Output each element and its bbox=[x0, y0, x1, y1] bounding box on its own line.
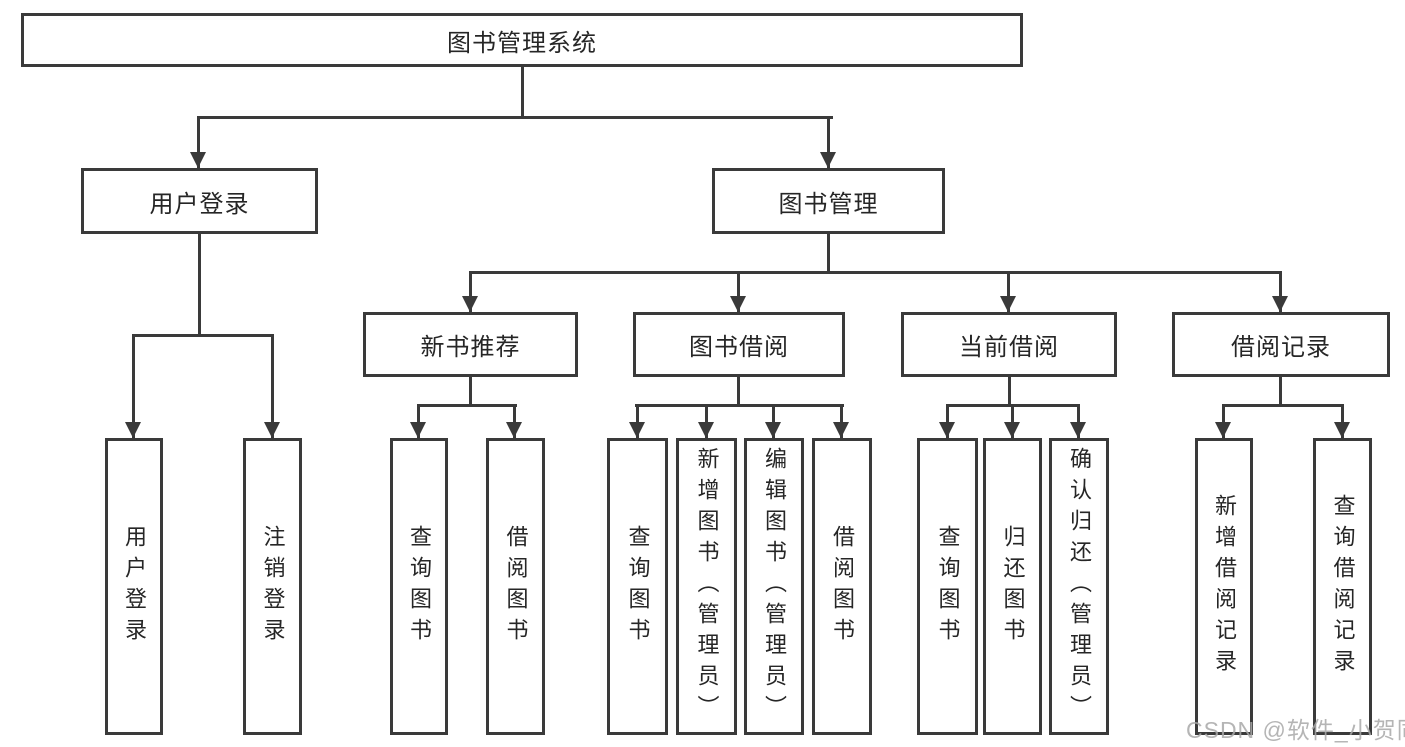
node-user-login: 用户登录 bbox=[81, 168, 318, 234]
node-label: 查询借阅记录 bbox=[1330, 493, 1356, 680]
connector-arrow bbox=[629, 404, 645, 438]
leaf-query-books-borrowing: 查询图书 bbox=[607, 438, 668, 735]
leaf-query-borrow-record: 查询借阅记录 bbox=[1313, 438, 1372, 735]
connector-arrow bbox=[264, 334, 280, 438]
node-label: 用户登录 bbox=[149, 190, 250, 218]
leaf-query-books-current: 查询图书 bbox=[917, 438, 978, 735]
connector-line bbox=[197, 116, 833, 119]
connector-line bbox=[827, 233, 830, 274]
leaf-edit-books-admin: 编辑图书（管理员） bbox=[744, 438, 804, 735]
node-label: 图书管理 bbox=[778, 190, 879, 218]
node-label: 借阅图书 bbox=[830, 524, 855, 649]
connector-line bbox=[469, 271, 1282, 274]
node-label: 注销登录 bbox=[260, 524, 286, 649]
connector-arrow bbox=[1070, 404, 1086, 438]
connector-line bbox=[132, 334, 274, 337]
connector-arrow bbox=[833, 404, 849, 438]
leaf-logout: 注销登录 bbox=[243, 438, 302, 735]
connector-line bbox=[737, 376, 740, 407]
node-current-borrowing: 当前借阅 bbox=[901, 312, 1117, 377]
connector-line bbox=[1008, 376, 1011, 407]
connector-arrow bbox=[1215, 404, 1231, 438]
connector-arrow bbox=[1004, 404, 1020, 438]
node-label: 归还图书 bbox=[1000, 524, 1026, 649]
connector-arrow bbox=[698, 404, 714, 438]
connector-line bbox=[198, 233, 201, 337]
node-label: 编辑图书（管理员） bbox=[762, 447, 787, 726]
connector-arrow bbox=[939, 404, 955, 438]
node-label: 借阅图书 bbox=[503, 524, 529, 649]
node-label: 新书推荐 bbox=[420, 334, 521, 361]
leaf-user-login: 用户登录 bbox=[105, 438, 163, 735]
connector-line bbox=[417, 404, 517, 407]
csdn-watermark: CSDN @软件_小贺同学 bbox=[1186, 717, 1405, 743]
connector-line bbox=[1279, 376, 1282, 407]
connector-arrow bbox=[506, 404, 522, 438]
node-label: 图书借阅 bbox=[689, 334, 789, 361]
node-label: 查询图书 bbox=[625, 524, 651, 649]
node-label: 新增图书（管理员） bbox=[694, 447, 720, 726]
leaf-add-books-admin: 新增图书（管理员） bbox=[676, 438, 737, 735]
leaf-return-books: 归还图书 bbox=[983, 438, 1042, 735]
connector-arrow bbox=[125, 334, 141, 438]
connector-arrow bbox=[1272, 271, 1288, 312]
connector-line bbox=[1223, 404, 1344, 407]
node-label: 当前借阅 bbox=[959, 334, 1059, 361]
node-label: 借阅记录 bbox=[1231, 334, 1331, 361]
node-label: 用户登录 bbox=[122, 524, 147, 649]
connector-line bbox=[469, 376, 472, 407]
connector-arrow bbox=[1000, 271, 1016, 312]
connector-arrow bbox=[765, 404, 781, 438]
node-library-management-system: 图书管理系统 bbox=[21, 13, 1023, 67]
connector-arrow bbox=[462, 271, 478, 312]
connector-line bbox=[521, 66, 524, 119]
node-new-book-recommendation: 新书推荐 bbox=[363, 312, 578, 377]
leaf-confirm-return-admin: 确认归还（管理员） bbox=[1049, 438, 1109, 735]
connector-arrow bbox=[730, 271, 746, 312]
connector-arrow bbox=[190, 116, 206, 168]
connector-arrow bbox=[410, 404, 426, 438]
node-book-borrowing: 图书借阅 bbox=[633, 312, 845, 377]
leaf-borrow-books-borrowing: 借阅图书 bbox=[812, 438, 872, 735]
leaf-add-borrow-record: 新增借阅记录 bbox=[1195, 438, 1253, 735]
leaf-borrow-books-recommend: 借阅图书 bbox=[486, 438, 545, 735]
connector-arrow bbox=[1334, 404, 1350, 438]
node-label: 图书管理系统 bbox=[447, 29, 597, 57]
node-label: 确认归还（管理员） bbox=[1067, 447, 1092, 726]
connector-arrow bbox=[820, 116, 836, 168]
leaf-query-books-recommend: 查询图书 bbox=[390, 438, 448, 735]
node-book-management: 图书管理 bbox=[712, 168, 945, 234]
connector-line bbox=[635, 404, 844, 407]
node-label: 查询图书 bbox=[407, 524, 432, 649]
node-label: 新增借阅记录 bbox=[1212, 493, 1237, 680]
node-borrowing-records: 借阅记录 bbox=[1172, 312, 1390, 377]
node-label: 查询图书 bbox=[935, 524, 961, 649]
